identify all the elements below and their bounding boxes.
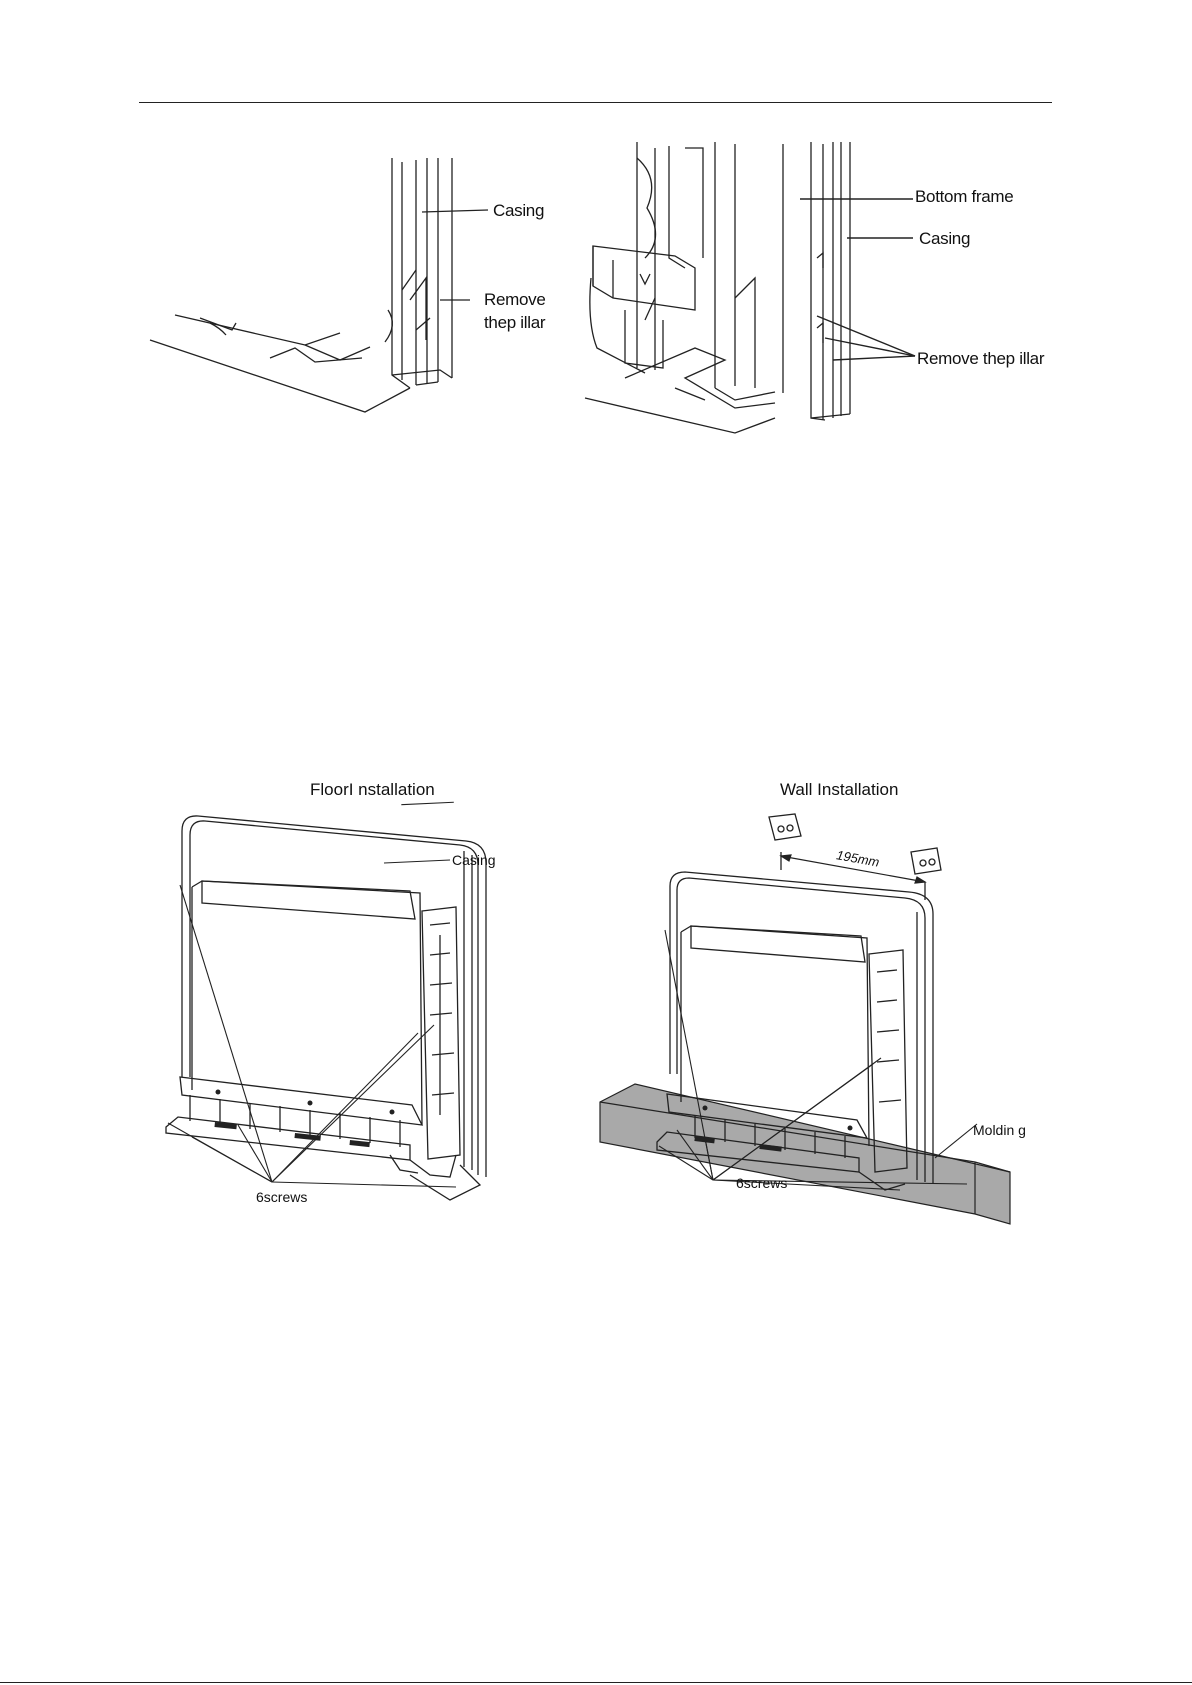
bottom-frame-figure	[585, 138, 915, 433]
footer-rule	[0, 1682, 1192, 1683]
label-bottom-frame: Bottom frame	[915, 187, 1013, 207]
header-rule	[139, 102, 1052, 103]
label-molding: Moldin g	[973, 1122, 1026, 1138]
label-screws-wall: 6screws	[736, 1175, 787, 1191]
floor-installation-figure	[160, 815, 530, 1210]
wall-installation-title: Wall Installation	[780, 780, 898, 800]
label-remove-pillar: Remove thep illar	[917, 349, 1044, 369]
label-casing-top-left: Casing	[493, 201, 544, 221]
label-remove-pillar-line1: Remove	[484, 290, 546, 310]
casing-corner-figure	[140, 150, 560, 420]
label-screws-floor: 6screws	[256, 1189, 307, 1205]
label-remove-pillar-line2: thep illar	[484, 313, 545, 333]
label-casing-floor: Casing	[452, 852, 496, 868]
floor-installation-title: FloorI nstallation	[310, 780, 435, 800]
label-casing-top-right: Casing	[919, 229, 970, 249]
